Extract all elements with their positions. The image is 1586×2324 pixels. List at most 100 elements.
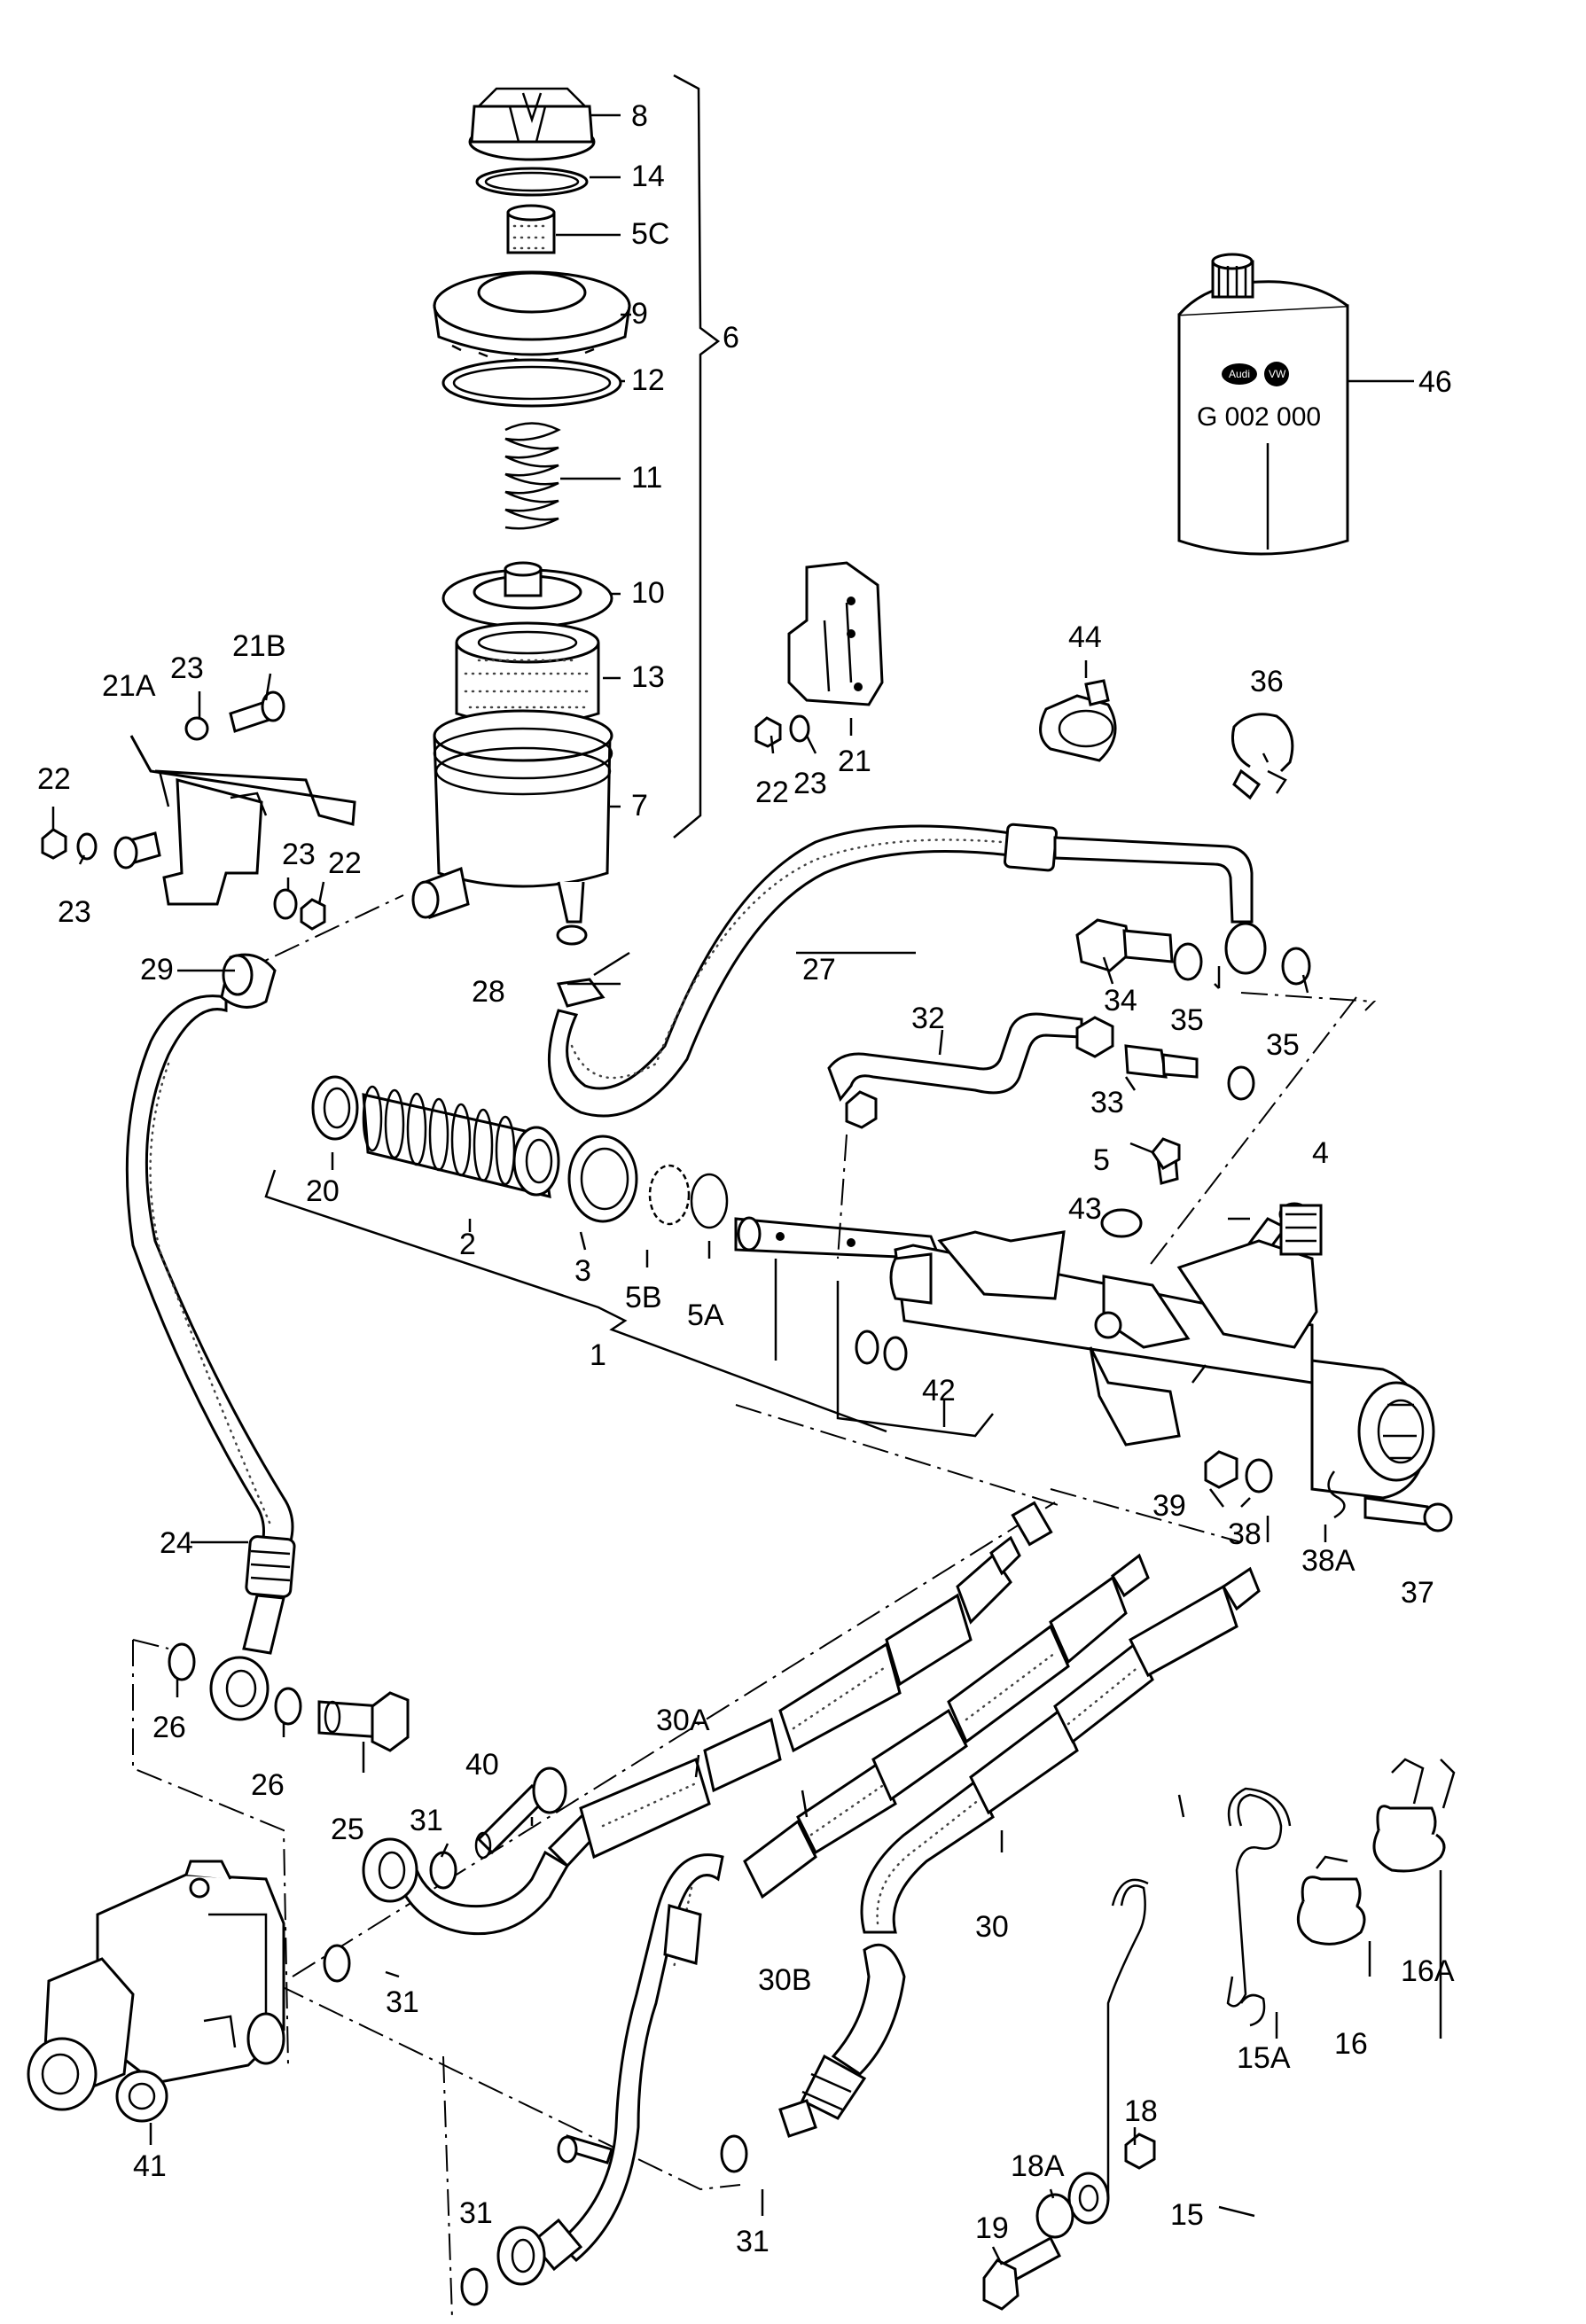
- label-24: 24: [160, 1526, 193, 1560]
- label-15a: 15A: [1237, 2041, 1291, 2075]
- label-14: 14: [631, 160, 665, 193]
- can-part-code: G 002 000: [1197, 402, 1321, 432]
- bolt-19: [982, 2235, 1061, 2311]
- label-5a: 5A: [687, 1298, 724, 1332]
- bracket-21: [754, 561, 884, 748]
- label-33: 33: [1090, 1086, 1124, 1119]
- label-46: 46: [1418, 365, 1452, 399]
- label-23-d: 23: [793, 767, 827, 800]
- label-31-c: 31: [459, 2196, 493, 2230]
- label-23-b: 23: [58, 895, 91, 929]
- steering-gear: [734, 1204, 1453, 1532]
- pressure-line-lower: [496, 1853, 724, 2286]
- label-26-b: 26: [251, 1768, 285, 1802]
- label-19: 19: [975, 2211, 1009, 2245]
- label-31-b: 31: [386, 1985, 419, 2019]
- part-labels: 8 14 5C 9 6 12 11 10 13 7 46 21A 23 21B …: [37, 99, 1455, 2258]
- label-30b: 30B: [758, 1963, 812, 1997]
- can-brand-left: Audi: [1229, 368, 1250, 380]
- label-44: 44: [1068, 620, 1102, 654]
- label-21: 21: [838, 745, 871, 778]
- label-41: 41: [133, 2149, 167, 2183]
- label-23-a: 23: [170, 651, 204, 685]
- label-22-c: 22: [755, 776, 789, 809]
- label-16: 16: [1334, 2027, 1368, 2061]
- label-4: 4: [1312, 1136, 1329, 1170]
- label-2: 2: [459, 1228, 476, 1261]
- banjo-bolt-40: [474, 1766, 567, 1860]
- label-5b: 5B: [625, 1281, 662, 1314]
- nut-18: [1124, 2133, 1156, 2170]
- reservoir-canister: [411, 709, 613, 946]
- clamp-16a: [1372, 1758, 1456, 1873]
- bracket-15a: [1226, 1787, 1292, 2027]
- return-hose-27: [547, 823, 1254, 1118]
- label-39: 39: [1152, 1489, 1186, 1523]
- label-31-d: 31: [736, 2225, 770, 2258]
- label-18a: 18A: [1011, 2149, 1065, 2183]
- label-15: 15: [1170, 2198, 1204, 2232]
- clamp-36: [1231, 713, 1294, 800]
- label-5: 5: [1093, 1143, 1110, 1177]
- hose-30: [778, 1566, 1261, 2138]
- label-12: 12: [631, 363, 665, 397]
- label-42: 42: [922, 1374, 956, 1408]
- label-20: 20: [306, 1174, 340, 1208]
- label-31-a: 31: [410, 1804, 443, 1837]
- hydraulic-oil-can: Audi VW G 002 000: [1177, 253, 1414, 556]
- group-bracket-6: [673, 74, 721, 838]
- label-10: 10: [631, 576, 665, 610]
- label-9: 9: [631, 297, 648, 331]
- feed-hose-24: [125, 953, 296, 1721]
- label-40: 40: [465, 1748, 499, 1782]
- hose-30a: [362, 1501, 1053, 1936]
- spring: [504, 422, 561, 530]
- group-bracket-42: [774, 1259, 994, 1438]
- filter-top-plate: [441, 561, 613, 628]
- filter-insert-small: [506, 204, 556, 254]
- o-rings-42: [855, 1330, 908, 1371]
- label-30: 30: [975, 1910, 1009, 1944]
- label-21b: 21B: [232, 629, 286, 663]
- can-brand-right: VW: [1269, 368, 1286, 380]
- bracket-21a: [41, 690, 356, 931]
- label-29: 29: [140, 953, 174, 987]
- label-27: 27: [802, 953, 836, 987]
- label-25: 25: [331, 1813, 364, 1846]
- callout-leaders: [51, 660, 1442, 2266]
- label-26-a: 26: [152, 1711, 186, 1744]
- label-22-a: 22: [37, 762, 71, 796]
- clamp-16: [1296, 1855, 1366, 1946]
- hose-30b: [743, 1553, 1150, 1899]
- group-bracket-1: [264, 1169, 887, 1433]
- label-8: 8: [631, 99, 648, 133]
- audi-logo-icon: [1222, 363, 1257, 385]
- bracket-15: [1067, 1878, 1149, 2225]
- reservoir-cap: [468, 87, 596, 161]
- boot-assembly: [311, 1075, 729, 1229]
- filter-element: [455, 621, 600, 726]
- label-34: 34: [1104, 984, 1137, 1018]
- power-steering-pump: [27, 1860, 285, 2123]
- label-32: 32: [911, 1002, 945, 1035]
- label-30a: 30A: [656, 1704, 710, 1737]
- label-38a: 38A: [1301, 1544, 1356, 1578]
- lid-gasket: [441, 358, 622, 408]
- reservoir-assembly: [411, 74, 721, 946]
- washer-18a: [1035, 2193, 1074, 2239]
- label-35-b: 35: [1266, 1028, 1300, 1062]
- label-36: 36: [1250, 665, 1284, 698]
- label-1: 1: [590, 1338, 606, 1372]
- label-11: 11: [631, 461, 662, 495]
- vw-logo-icon: [1264, 362, 1289, 386]
- banjo-bolt-34: [1075, 918, 1311, 986]
- o-rings-31: [323, 1851, 748, 2306]
- label-43: 43: [1068, 1192, 1102, 1226]
- label-5c: 5C: [631, 217, 669, 251]
- label-13: 13: [631, 660, 665, 694]
- label-37: 37: [1401, 1576, 1434, 1610]
- label-6: 6: [723, 321, 739, 355]
- reservoir-lid: [433, 270, 631, 363]
- label-28: 28: [472, 975, 505, 1009]
